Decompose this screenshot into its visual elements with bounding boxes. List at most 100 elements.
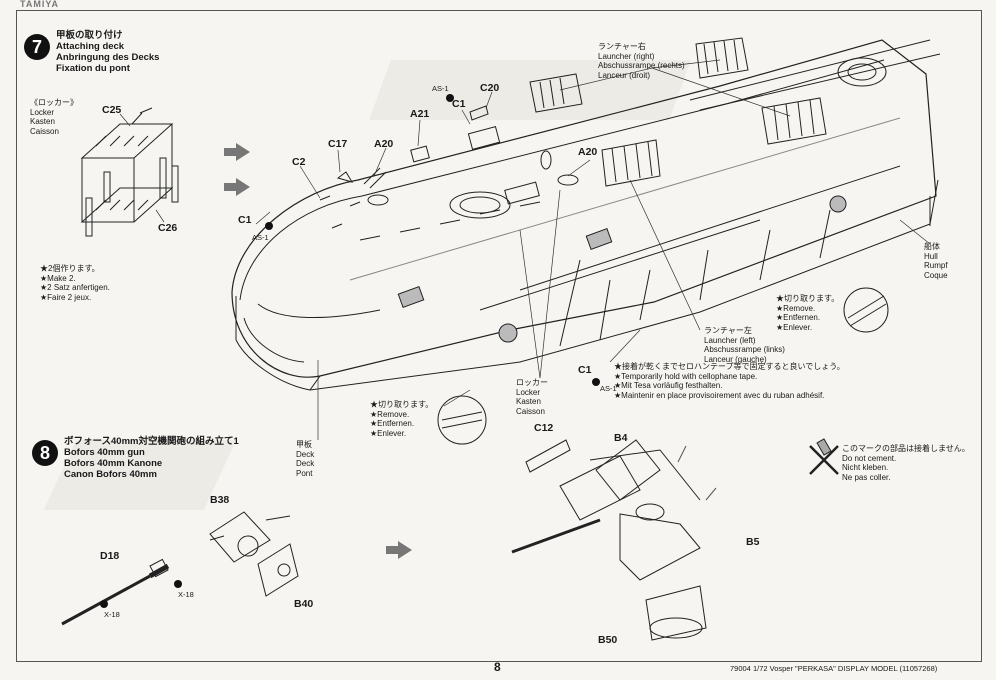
- step-7-number: 7: [24, 34, 50, 60]
- locker2-jp: ロッカー: [516, 378, 548, 387]
- step-7-title: 甲板の取り付け Attaching deck Anbringung des De…: [56, 30, 159, 74]
- launcher-left-label: ランチャー左 Launcher (left) Abschussrampe (li…: [704, 326, 785, 364]
- step-8-number: 8: [32, 440, 58, 466]
- hull-drawing: [231, 39, 941, 391]
- locker2-en: Locker: [516, 387, 541, 397]
- deck-jp: 甲板: [296, 440, 312, 449]
- nocement-en: Do not cement.: [842, 453, 897, 463]
- make-two-jp: ★2個作ります。: [40, 264, 100, 273]
- nocement-jp: このマークの部品は接着しません。: [842, 444, 970, 453]
- hull-en: Hull: [924, 251, 938, 261]
- deck-en: Deck: [296, 449, 315, 459]
- launcher-left-de: Abschussrampe (links): [704, 345, 785, 354]
- make-two-en: ★Make 2.: [40, 273, 76, 283]
- model-footer: 79004 1/72 Vosper "PERKASA" DISPLAY MODE…: [730, 664, 938, 673]
- part-label: C20: [480, 82, 500, 94]
- part-label: B40: [294, 598, 314, 610]
- part-label: C2: [292, 156, 306, 168]
- no-cement-icon: [809, 438, 839, 475]
- tape-note-de: ★Mit Tesa vorläufig festhalten.: [614, 381, 723, 390]
- step-7-title-jp: 甲板の取り付け: [56, 30, 123, 41]
- nocement-fr: Ne pas coller.: [842, 472, 891, 482]
- step-8-title-jp: ボフォース40mm対空機関砲の組み立て1: [64, 436, 239, 447]
- tape-note: ★接着が乾くまでセロハンテープ等で固定すると良いでしょう。 ★Temporari…: [614, 362, 845, 400]
- part-label: B5: [746, 536, 760, 548]
- deck-label: 甲板 Deck Deck Pont: [296, 440, 314, 478]
- hull-jp: 船体: [924, 242, 940, 251]
- make-two-fr: ★Faire 2 jeux.: [40, 292, 92, 302]
- part-label: B38: [210, 494, 230, 506]
- locker-drawing: [80, 107, 179, 237]
- remove-right-en: ★Remove.: [776, 303, 816, 313]
- screw-marker: [174, 580, 182, 588]
- remove-callouts: [437, 287, 889, 445]
- part-label: C1: [578, 364, 592, 376]
- part-label: C26: [158, 222, 178, 234]
- tape-note-jp: ★接着が乾くまでセロハンテープ等で固定すると良いでしょう。: [614, 362, 845, 371]
- launcher-right-drawing: [529, 37, 827, 145]
- part-label: AS-1: [600, 384, 617, 393]
- step-8-title: ボフォース40mm対空機関砲の組み立て1 Bofors 40mm gun Bof…: [64, 436, 239, 480]
- locker-label-2: ロッカー Locker Kasten Caisson: [516, 378, 548, 416]
- part-label: B4: [614, 432, 628, 444]
- part-label: B50: [598, 634, 618, 646]
- locker-en: Locker: [30, 107, 55, 117]
- locker-de: Kasten: [30, 117, 55, 126]
- make-two-de: ★2 Satz anfertigen.: [40, 283, 110, 292]
- launcher-right-jp: ランチャー右: [598, 42, 646, 51]
- step-8-title-de: Bofors 40mm Kanone: [64, 458, 163, 469]
- launcher-right-en: Launcher (right): [598, 51, 655, 61]
- bofors-mount-drawing: [511, 439, 717, 641]
- tape-note-en: ★Temporarily hold with cellophane tape.: [614, 371, 758, 381]
- launcher-left-drawing: [601, 139, 661, 187]
- part-label: AS-1: [252, 233, 269, 242]
- leader-lines: [119, 59, 931, 440]
- screw-marker: [446, 94, 454, 102]
- bofors-gun-drawing: [61, 511, 299, 626]
- hull-fr: Coque: [924, 270, 948, 280]
- step-7-title-de: Anbringung des Decks: [56, 52, 160, 63]
- locker-jp: 《ロッカー》: [30, 98, 78, 107]
- locker2-de: Kasten: [516, 397, 541, 406]
- page-number: 8: [494, 660, 501, 674]
- part-label: AS-1: [432, 84, 449, 93]
- launcher-left-jp: ランチャー左: [704, 326, 752, 335]
- part-label: D18: [100, 550, 120, 562]
- brand-header: TAMIYA: [20, 0, 60, 9]
- part-label: A20: [374, 138, 394, 150]
- locker-fr: Caisson: [30, 126, 59, 136]
- no-cement-note: このマークの部品は接着しません。 Do not cement. Nicht kl…: [842, 444, 970, 482]
- deck-de: Deck: [296, 459, 315, 468]
- locker2-fr: Caisson: [516, 406, 545, 416]
- remove-right-fr: ★Enlever.: [776, 322, 813, 332]
- part-label: X-18: [178, 590, 194, 599]
- part-label: C1: [452, 98, 466, 110]
- step-8-title-en: Bofors 40mm gun: [64, 447, 145, 458]
- launcher-right-fr: Lanceur (droit): [598, 70, 651, 80]
- remove-note-right: ★切り取ります。 ★Remove. ★Entfernen. ★Enlever.: [776, 294, 839, 332]
- part-label: A20: [578, 146, 598, 158]
- part-label: C1: [238, 214, 252, 226]
- launcher-right-de: Abschussrampe (rechts): [598, 61, 685, 70]
- part-label: C25: [102, 104, 122, 116]
- hull-de: Rumpf: [924, 261, 948, 270]
- step-7-title-en: Attaching deck: [56, 41, 125, 52]
- step-7-title-fr: Fixation du pont: [56, 63, 130, 74]
- launcher-left-fr: Lanceur (gauche): [704, 354, 767, 364]
- remove-right-jp: ★切り取ります。: [776, 294, 840, 303]
- part-label: C17: [328, 138, 348, 150]
- small-parts-drawing: [319, 105, 579, 229]
- step-arrow: [224, 143, 250, 161]
- remove-note-left: ★切り取ります。 ★Remove. ★Entfernen. ★Enlever.: [370, 400, 433, 438]
- remove-right-de: ★Entfernen.: [776, 313, 821, 322]
- locker-label: 《ロッカー》 Locker Kasten Caisson: [30, 98, 78, 136]
- page-frame: [16, 10, 982, 662]
- launcher-left-en: Launcher (left): [704, 335, 756, 345]
- screw-marker: [592, 378, 600, 386]
- remove-left-en: ★Remove.: [370, 409, 410, 419]
- launcher-right-label: ランチャー右 Launcher (right) Abschussrampe (r…: [598, 42, 685, 80]
- remove-left-jp: ★切り取ります。: [370, 400, 434, 409]
- deck-fr: Pont: [296, 468, 313, 478]
- step-8-title-fr: Canon Bofors 40mm: [64, 469, 157, 480]
